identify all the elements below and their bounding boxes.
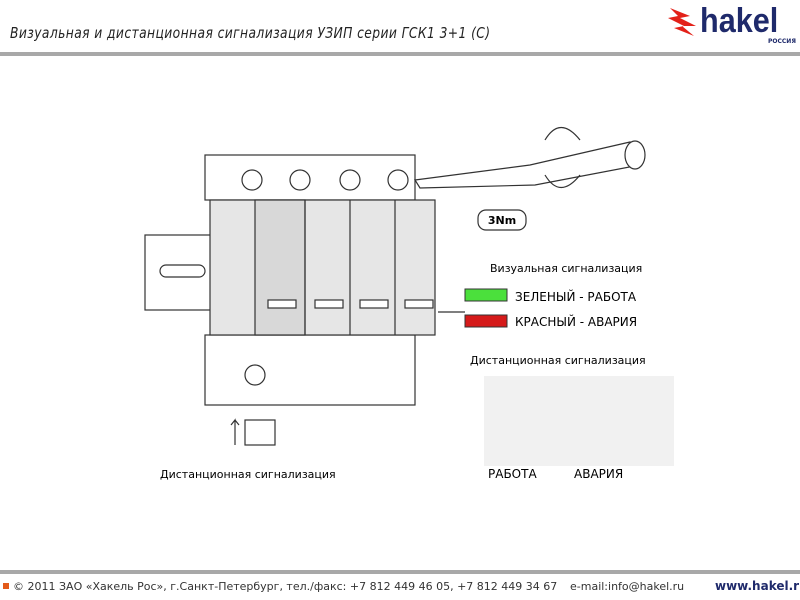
bullet-icon (3, 583, 9, 589)
hakel-logo: hakel РОССИЯ (668, 2, 796, 46)
bottom-label: Дистанционная сигнализация (160, 468, 336, 481)
logo-word: hakel (700, 2, 779, 40)
screwdriver (413, 141, 641, 189)
green-indicator (464, 288, 508, 302)
footer-divider (0, 570, 800, 574)
work-label: РАБОТА (488, 467, 537, 481)
lightning-icon (668, 8, 696, 36)
spd-diagram: 3Nm Визуальная сигнализация ЗЕЛЕНЫЙ - РА… (144, 126, 674, 481)
site-link[interactable]: www.hakel.ru (715, 579, 800, 593)
page-title: Визуальная и дистанционная сигнализация … (10, 24, 491, 42)
logo-sub: РОССИЯ (768, 38, 796, 45)
email-link[interactable]: e-mail:info@hakel.ru (570, 580, 685, 593)
header-divider (0, 52, 800, 56)
green-label: ЗЕЛЕНЫЙ - РАБОТА (515, 289, 637, 304)
torque-label: 3Nm (488, 214, 516, 227)
fault-label: АВАРИЯ (574, 467, 623, 481)
copyright: © 2011 ЗАО «Хакель Рос», г.Санкт-Петербу… (13, 580, 558, 593)
red-label: КРАСНЫЙ - АВАРИЯ (515, 314, 637, 329)
visual-heading: Визуальная сигнализация (490, 262, 642, 275)
remote-heading: Дистанционная сигнализация (470, 354, 646, 367)
red-indicator (464, 314, 508, 328)
